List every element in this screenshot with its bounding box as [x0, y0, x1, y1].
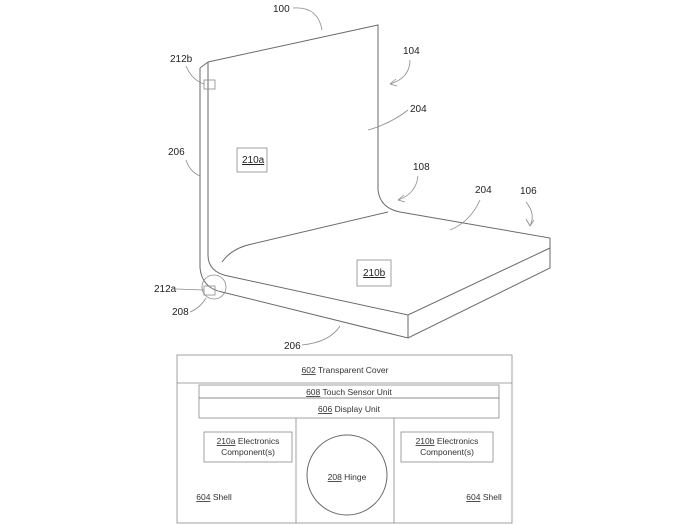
cross-section-frame: [176, 354, 513, 524]
touch-sensor-label: 608 Touch Sensor Unit: [306, 387, 392, 397]
fold-inner-curve: [221, 211, 389, 263]
folded-device-drawing: 210a 210b 100 104 204 108 204 106 212b 2…: [154, 4, 551, 352]
arrow-106: [525, 218, 535, 227]
electronics-210a-panel: [203, 431, 293, 463]
upright-panel-outline: [207, 24, 551, 248]
electronics-210a-box: [236, 147, 268, 173]
elec-b-label-line2: Component(s): [420, 447, 474, 457]
display-unit-label: 606 Display Unit: [318, 404, 381, 414]
label-206-left: 206: [168, 147, 185, 158]
elec-a-label-line1: 210a Electronics: [217, 436, 280, 446]
electronics-210b-panel: [400, 431, 494, 463]
arrow-104: [389, 78, 398, 87]
sensor-212a-box: [203, 285, 216, 296]
leader-100: [292, 7, 323, 31]
label-210b: 210b: [363, 268, 386, 279]
leader-106: [525, 201, 533, 227]
elec-a-label-line2: Component(s): [221, 447, 275, 457]
cross-section-diagram: 602 Transparent Cover 608 Touch Sensor U…: [176, 354, 513, 524]
hinge-circle: [306, 434, 388, 516]
leader-204-top: [367, 109, 409, 131]
label-208: 208: [172, 307, 189, 318]
upright-panel-left-edge: [207, 62, 229, 277]
label-212a: 212a: [154, 284, 177, 295]
leader-212b: [185, 65, 205, 85]
display-unit: [198, 397, 500, 419]
leader-206-bottom: [301, 325, 341, 346]
leader-212a: [175, 288, 205, 291]
upright-panel-thickness: [199, 61, 223, 293]
leader-204-bottom: [449, 199, 481, 231]
elec-b-label-line1: 210b Electronics: [416, 436, 479, 446]
label-206-bottom: 206: [284, 341, 301, 352]
label-104: 104: [403, 46, 420, 57]
label-210a: 210a: [242, 155, 265, 166]
hinge-label: 208 Hinge: [328, 472, 367, 482]
electronics-210b-box: [356, 259, 392, 287]
base-panel-thickness: [221, 248, 551, 339]
sensor-212b-box: [203, 79, 216, 90]
shell-left-label: 604 Shell: [196, 492, 232, 502]
label-108: 108: [413, 162, 430, 173]
label-204-bottom: 204: [475, 185, 492, 196]
leader-104: [389, 59, 411, 85]
label-106: 106: [520, 186, 537, 197]
label-204-top: 204: [410, 104, 427, 115]
hinge-208-circle: [201, 274, 227, 300]
label-100: 100: [273, 4, 290, 15]
shell-right-label: 604 Shell: [466, 492, 502, 502]
label-212b: 212b: [170, 54, 193, 65]
leader-206-left: [185, 159, 201, 177]
cover-label: 602 Transparent Cover: [302, 365, 389, 375]
leader-108: [397, 175, 419, 201]
leader-208: [189, 297, 207, 313]
arrow-108: [397, 194, 406, 203]
